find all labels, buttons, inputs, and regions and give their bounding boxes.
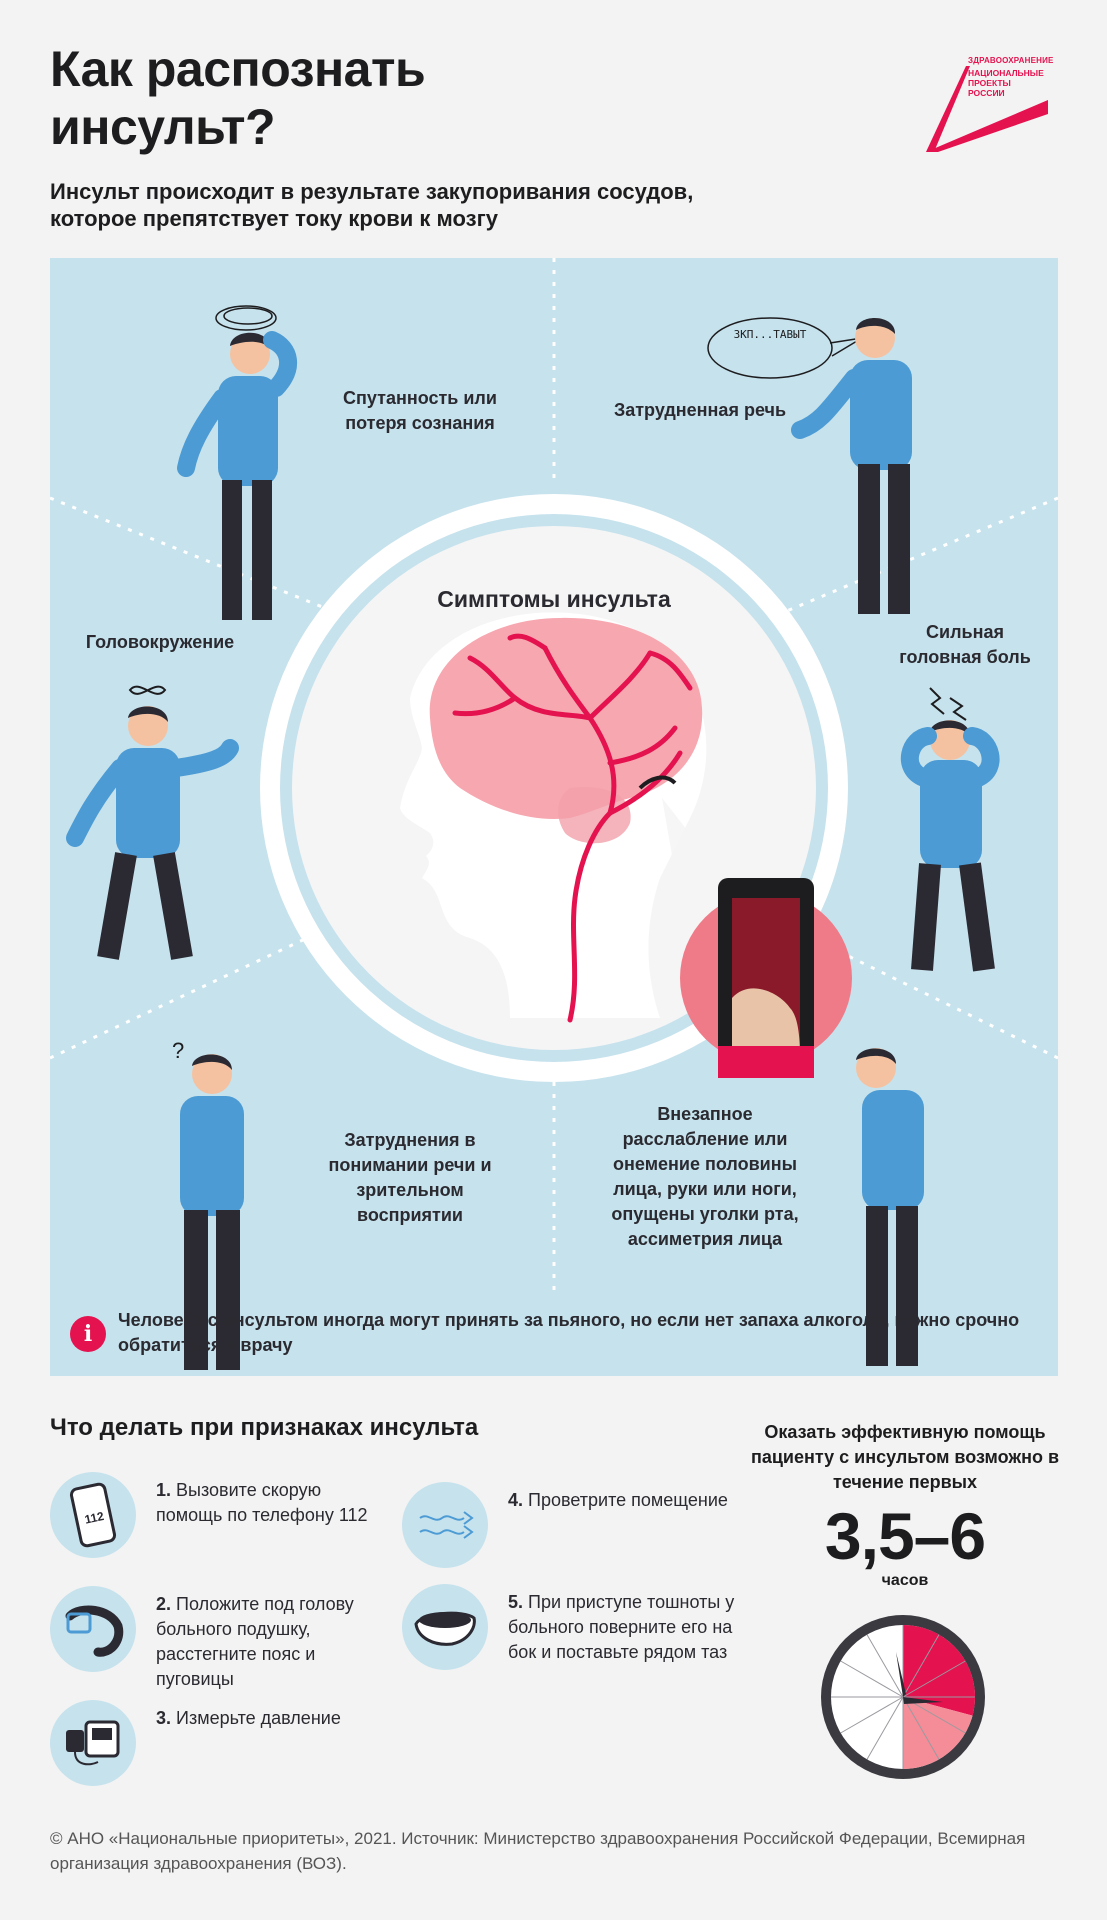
belt-icon <box>50 1586 136 1672</box>
logo-line: ПРОЕКТЫ <box>968 78 1011 88</box>
step-text: 5. При приступе тошноты у больного повер… <box>508 1590 738 1665</box>
clock-sector-extended <box>903 1697 973 1769</box>
step-text: 1. Вызовите скорую помощь по телефону 11… <box>156 1478 386 1528</box>
step-description: Проветрите помещение <box>528 1490 728 1510</box>
air-icon <box>402 1482 488 1568</box>
logo-name: НАЦИОНАЛЬНЫЕ ПРОЕКТЫ РОССИИ <box>968 68 1048 98</box>
step-number: 4. <box>508 1490 524 1510</box>
step-number: 5. <box>508 1592 524 1612</box>
person-headache <box>900 687 1000 972</box>
person-confusion <box>177 305 298 620</box>
help-text: Оказать эффективную помощь пациенту с ин… <box>750 1422 1060 1492</box>
logo-line: РОССИИ <box>968 88 1005 98</box>
clock-tick <box>866 1696 904 1760</box>
basin-icon <box>402 1584 488 1670</box>
clock-tick <box>866 1634 904 1698</box>
blood-pressure-icon <box>50 1700 136 1786</box>
step-description: Вызовите скорую помощь по телефону 112 <box>156 1480 368 1525</box>
person-question: ? <box>172 1038 244 1370</box>
clock-tick <box>840 1696 904 1734</box>
info-icon: i <box>70 1316 106 1352</box>
symptom-confusion: Спутанность или потеря сознания <box>343 388 497 433</box>
phone-number-text: 112 <box>83 1509 105 1527</box>
step-number: 3. <box>156 1708 172 1728</box>
person-weakness <box>856 1048 924 1366</box>
help-hours-number: 3,5–6 <box>824 1499 986 1573</box>
page-subtitle: Инсульт происходит в результате закупори… <box>50 179 694 231</box>
help-hours-unit: часов <box>881 1572 929 1589</box>
symptoms-panel: ? Спутанность или потеря сознания Затруд… <box>50 258 1058 1376</box>
step-description: При приступе тошноты у больного повернит… <box>508 1592 735 1662</box>
logo-shape-icon <box>926 66 1048 152</box>
symptom-speech: Затрудненная речь <box>613 400 787 420</box>
step-number: 2. <box>156 1594 172 1614</box>
footer-source: © АНО «Национальные приоритеты», 2021. И… <box>50 1829 1026 1873</box>
person-speech <box>707 317 912 614</box>
clock-sector-critical <box>903 1625 975 1716</box>
step-description: Положите под голову больного подушку, ра… <box>156 1594 354 1689</box>
blood-vessels <box>452 633 693 1023</box>
svg-text:?: ? <box>172 1038 184 1063</box>
clock-tick <box>840 1660 904 1698</box>
symptoms-illustration: ? <box>50 258 1058 1370</box>
step-text: 3. Измерьте давление <box>156 1706 386 1731</box>
clock-icon <box>821 1615 985 1779</box>
symptom-dizziness: Головокружение <box>85 632 235 652</box>
brain-icon <box>429 617 703 819</box>
step-number: 1. <box>156 1480 172 1500</box>
step-description: Измерьте давление <box>176 1708 341 1728</box>
symptoms-center-title: Симптомы инсульта <box>437 586 671 612</box>
phone-icon: 112 <box>50 1472 136 1558</box>
clock-tick <box>902 1634 940 1698</box>
symptom-weakness: Внезапное расслабление или онемение поло… <box>611 1104 799 1249</box>
clock-tick <box>902 1660 966 1698</box>
person-dizziness <box>66 685 239 960</box>
step-text: 2. Положите под голову больного подушку,… <box>156 1592 386 1692</box>
symptom-understanding: Затруднения в понимании речи и зрительно… <box>328 1130 492 1225</box>
step-text: 4. Проветрите помещение <box>508 1488 738 1513</box>
symptom-headache: Сильная головная боль <box>899 622 1031 667</box>
actions-title: Что делать при признаках инсульта <box>50 1414 479 1441</box>
logo-top-text: ЗДРАВООХРАНЕНИЕ <box>968 56 1054 65</box>
speech-bubble-text: ЗКП...ТАВЫТ <box>733 328 807 341</box>
clock-tick <box>902 1696 940 1760</box>
logo-line: НАЦИОНАЛЬНЫЕ <box>968 68 1044 78</box>
national-projects-logo: ЗДРАВООХРАНЕНИЕ НАЦИОНАЛЬНЫЕ ПРОЕКТЫ РОС… <box>920 54 1060 154</box>
page-title: Как распознать инсульт? <box>50 41 426 155</box>
info-note-text: Человека с инсультом иногда могут принят… <box>118 1310 1020 1355</box>
